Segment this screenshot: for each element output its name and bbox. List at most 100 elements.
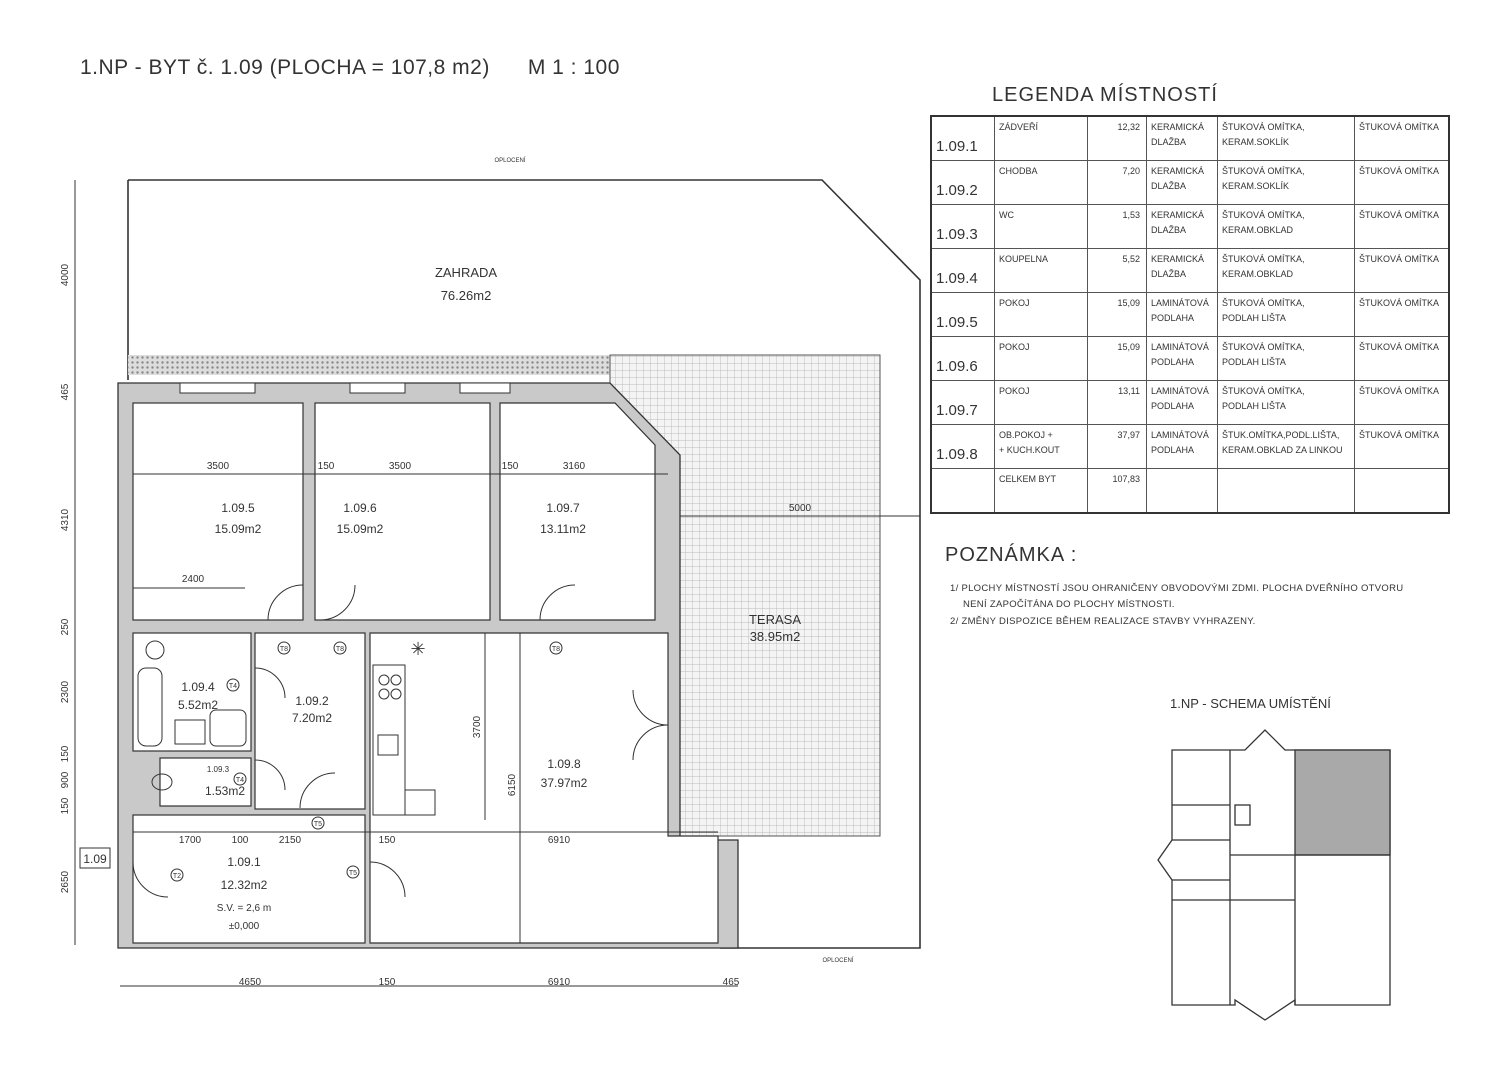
fence-label: OPLOCENÍ (494, 157, 525, 164)
room-interiors (132, 402, 719, 944)
legend-cell-area: 107,83 (1087, 468, 1147, 514)
legend-cell-area: 12,32 (1087, 115, 1147, 161)
dimension-label: T8 (336, 646, 344, 653)
room-area: 12.32m2 (221, 878, 268, 892)
legend-cell-ceiling: ŠTUKOVÁ OMÍTKA (1354, 424, 1450, 469)
legend-cell-floor: LAMINÁTOVÁ PODLAHA (1146, 380, 1218, 425)
room-code: 1.09.4 (181, 680, 215, 694)
dimension-label: 4000 (60, 263, 71, 286)
legend-cell-floor: LAMINÁTOVÁ PODLAHA (1146, 292, 1218, 337)
floor-level: ±0,000 (229, 921, 260, 932)
note-2: 2/ ZMĚNY DISPOZICE BĚHEM REALIZACE STAVB… (950, 616, 1256, 627)
legend-cell-wall (1217, 468, 1355, 514)
legend-cell-wall: ŠTUKOVÁ OMÍTKA, PODLAH LIŠTA (1217, 292, 1355, 337)
terrace-area: 38.95m2 (750, 629, 801, 644)
room-code: 1.09.3 (207, 765, 230, 774)
dimension-label: 6150 (507, 773, 518, 796)
legend-cell-name: POKOJ (994, 336, 1088, 381)
dimension-label: 150 (379, 835, 396, 846)
legend-cell-ceiling: ŠTUKOVÁ OMÍTKA (1354, 292, 1450, 337)
apartment-tag-box (79, 847, 111, 869)
dimension-label: 900 (60, 771, 71, 788)
legend-cell-name: POKOJ (994, 380, 1088, 425)
room-code: 1.09.5 (221, 501, 255, 515)
dimension-label: 2650 (60, 870, 71, 893)
legend-cell-area: 5,52 (1087, 248, 1147, 293)
doors (132, 584, 669, 898)
dimension-label: 150 (60, 797, 71, 814)
apartment-tag: 1.09 (83, 852, 107, 866)
legend-cell-floor (1146, 468, 1218, 514)
legend-cell-name: CELKEM BYT (994, 468, 1088, 514)
legend-cell-ceiling: ŠTUKOVÁ OMÍTKA (1354, 336, 1450, 381)
garden-area: 76.26m2 (441, 288, 492, 303)
terrace-dim: 5000 (789, 503, 812, 514)
legend-cell-floor: KERAMICKÁ DLAŽBA (1146, 115, 1218, 161)
room-area: 1.53m2 (205, 784, 245, 798)
room-area: 5.52m2 (178, 698, 218, 712)
garden-fence (127, 179, 921, 949)
dimension-label: T4 (229, 683, 237, 690)
dimension-label: 100 (232, 835, 249, 846)
room-labels: 1.09.5 15.09m2 1.09.6 15.09m2 1.09.7 13.… (178, 501, 588, 932)
dimension-label: 465 (60, 383, 71, 400)
windows (179, 382, 511, 394)
legend-cell-code: 1.09.5 (930, 292, 995, 337)
dimension-label: 4650 (239, 977, 262, 988)
room-area: 15.09m2 (337, 522, 384, 536)
dimension-label: 3500 (207, 461, 230, 472)
location-schema (1157, 729, 1391, 1021)
dimension-label: T5 (349, 870, 357, 877)
dimension-label: T4 (236, 777, 244, 784)
room-code: 1.09.6 (343, 501, 377, 515)
legend-cell-ceiling (1354, 468, 1450, 514)
dimension-label: 150 (318, 461, 335, 472)
door-tags: T8 T8 T8 T4 T4 T5 T2 T5 (170, 641, 563, 882)
dimension-label: T8 (280, 646, 288, 653)
dimension-label: 3160 (563, 461, 586, 472)
legend-cell-ceiling: ŠTUKOVÁ OMÍTKA (1354, 380, 1450, 425)
note-1: 1/ PLOCHY MÍSTNOSTÍ JSOU OHRANIČENY OBVO… (950, 583, 1404, 594)
gravel-strip (128, 355, 618, 375)
ceiling-height: S.V. = 2,6 m (217, 903, 271, 914)
notes-title: POZNÁMKA : (945, 544, 1078, 566)
dimension-label: 4310 (60, 508, 71, 531)
legend-cell-code (930, 468, 995, 514)
legend-cell-name: OB.POKOJ + + KUCH.KOUT (994, 424, 1088, 469)
legend-cell-code: 1.09.7 (930, 380, 995, 425)
legend-cell-code: 1.09.6 (930, 336, 995, 381)
dimension-lines (74, 180, 738, 987)
legend-cell-wall: ŠTUKOVÁ OMÍTKA, PODLAH LIŠTA (1217, 380, 1355, 425)
garden-name: ZAHRADA (435, 265, 497, 280)
room-area: 13.11m2 (540, 522, 586, 536)
room-code: 1.09.8 (547, 757, 581, 771)
legend-cell-floor: KERAMICKÁ DLAŽBA (1146, 248, 1218, 293)
vent-icon: ✳ (410, 639, 425, 659)
fence-label-bottom: OPLOCENÍ (822, 957, 853, 964)
room-area: 7.20m2 (292, 711, 332, 725)
dimension-label: T8 (552, 646, 560, 653)
apartment-location-highlight (1294, 749, 1391, 856)
legend-cell-code: 1.09.2 (930, 160, 995, 205)
dimension-label: 3700 (472, 715, 483, 738)
legend-title: LEGENDA MÍSTNOSTÍ (992, 84, 1218, 106)
legend-cell-area: 7,20 (1087, 160, 1147, 205)
legend-cell-code: 1.09.1 (930, 115, 995, 161)
kitchen-counter (372, 664, 436, 816)
room-area: 15.09m2 (215, 522, 262, 536)
drawing-title: 1.NP - BYT č. 1.09 (PLOCHA = 107,8 m2) M… (80, 56, 620, 79)
dimension-label: T5 (314, 821, 322, 828)
dimension-label: 1700 (179, 835, 202, 846)
legend-cell-name: POKOJ (994, 292, 1088, 337)
legend-cell-name: ZÁDVEŘÍ (994, 115, 1088, 161)
dimension-label: 2150 (279, 835, 302, 846)
terrace-name: TERASA (749, 612, 801, 627)
legend-cell-wall: ŠTUKOVÁ OMÍTKA, PODLAH LIŠTA (1217, 336, 1355, 381)
legend-cell-ceiling: ŠTUKOVÁ OMÍTKA (1354, 115, 1450, 161)
bathroom-fixtures (137, 640, 247, 791)
room-code: 1.09.1 (227, 855, 261, 869)
